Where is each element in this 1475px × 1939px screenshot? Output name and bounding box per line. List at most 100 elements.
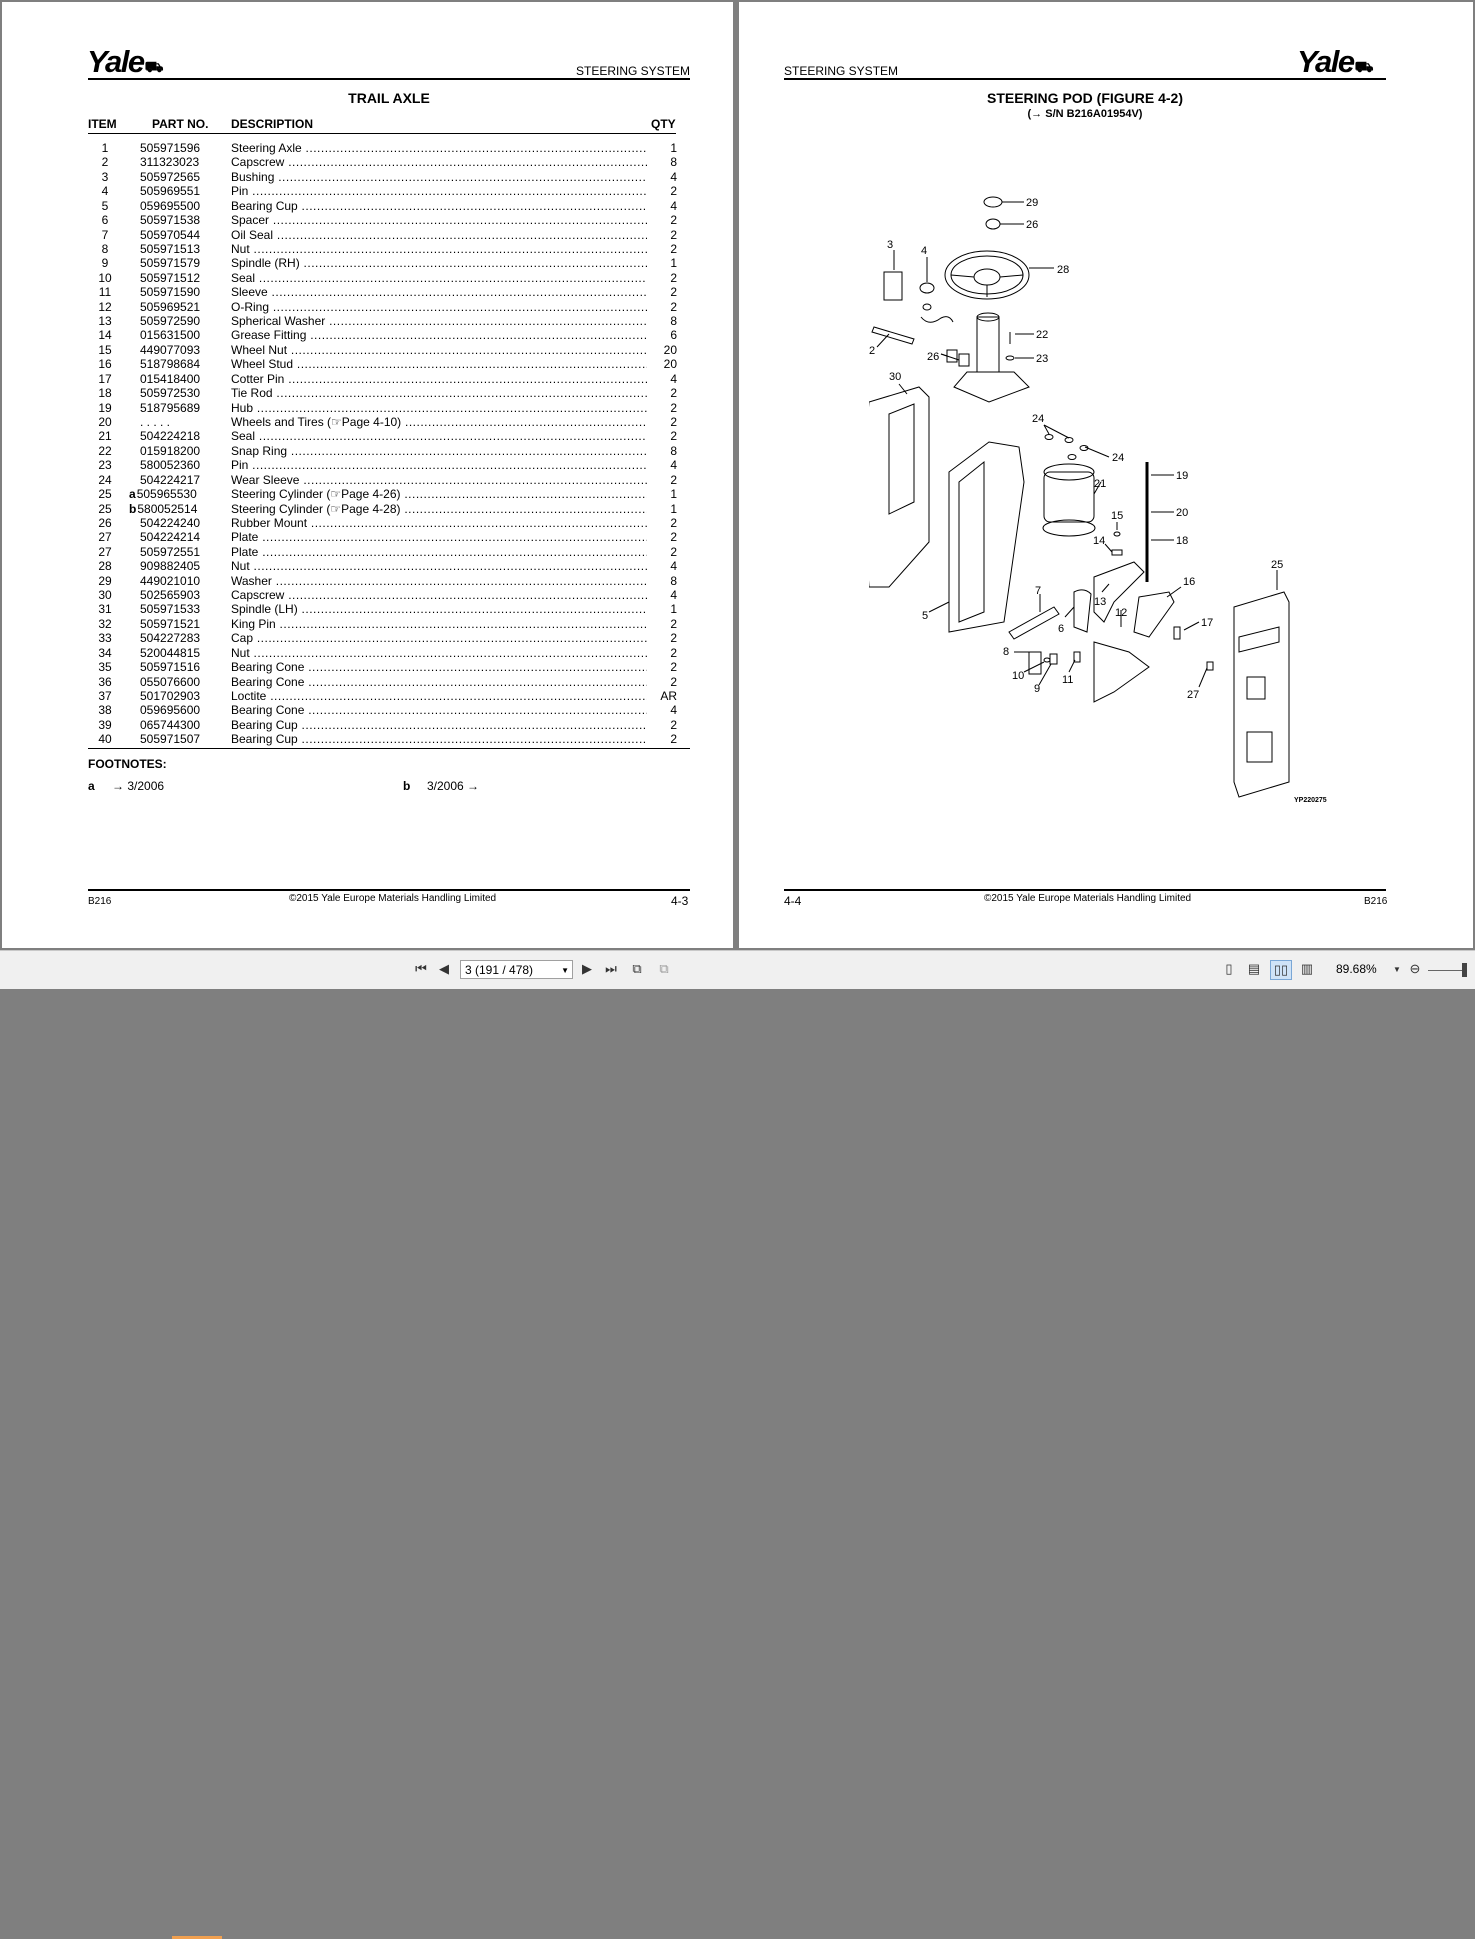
part-description: Wheel Nut bbox=[231, 343, 647, 357]
part-number-value: 505971507 bbox=[140, 732, 201, 747]
part-description: Spindle (LH) bbox=[231, 602, 647, 616]
figure-title: STEERING POD (FIGURE 4-2) bbox=[986, 90, 1184, 106]
first-page-button[interactable]: ⏮ bbox=[412, 960, 430, 978]
callout-label: 26 bbox=[1026, 219, 1038, 231]
footer-page-number: 4-4 bbox=[784, 894, 802, 908]
col-head-desc: DESCRIPTION bbox=[231, 117, 314, 131]
part-right-cover bbox=[1233, 591, 1290, 798]
part-description: Capscrew bbox=[231, 588, 647, 602]
part-description: Spindle (RH) bbox=[231, 256, 647, 270]
previous-page-button[interactable]: ◀ bbox=[435, 960, 453, 978]
table-row: 27505972551Plate2 bbox=[88, 544, 677, 559]
single-page-icon: ▯ bbox=[1225, 961, 1233, 976]
part-quantity: 2 bbox=[647, 530, 677, 545]
table-row: 30502565903Capscrew4 bbox=[88, 588, 677, 603]
header-rule bbox=[88, 78, 690, 80]
part-quantity: 2 bbox=[647, 717, 677, 732]
part-description: Hub bbox=[231, 401, 647, 415]
page-indicator: 3 (191 / 478) bbox=[465, 963, 534, 977]
item-number: 16 bbox=[98, 357, 112, 372]
yale-logo-text: Yale bbox=[87, 44, 145, 79]
callout-label: 20 bbox=[1176, 507, 1188, 519]
callout-label: 16 bbox=[1183, 576, 1195, 588]
continuous-icon: ▤ bbox=[1247, 961, 1261, 976]
part-quantity: 4 bbox=[647, 588, 677, 603]
item-number: 11 bbox=[98, 285, 112, 300]
part-number: 505972551 bbox=[140, 545, 216, 559]
go-forward-view-button[interactable]: ⧉ bbox=[655, 960, 673, 978]
callout-label: 4 bbox=[921, 245, 927, 257]
zoom-slider[interactable] bbox=[1428, 970, 1466, 971]
part-number-value: 505971513 bbox=[140, 241, 201, 256]
single-page-view-button[interactable]: ▯ bbox=[1220, 960, 1238, 978]
part-number-value: 505972565 bbox=[140, 169, 201, 184]
part-number-value: 059695600 bbox=[140, 703, 201, 718]
continuous-view-button[interactable]: ▤ bbox=[1245, 960, 1263, 978]
part-bottom-bracket bbox=[1093, 641, 1150, 703]
item-number: 27 bbox=[98, 530, 112, 545]
two-page-continuous-view-button[interactable]: ▥ bbox=[1298, 960, 1316, 978]
item-number: 29 bbox=[98, 573, 112, 588]
callout-label: 24 bbox=[1032, 413, 1044, 425]
footnote-b-text: 3/2006 → bbox=[427, 779, 480, 793]
part-quantity: 2 bbox=[647, 472, 677, 487]
callout-label: 2 bbox=[869, 345, 875, 357]
part-number: 518798684 bbox=[140, 357, 216, 371]
two-page-view-button[interactable]: ▯▯ bbox=[1270, 960, 1292, 980]
part-description: Bearing Cup bbox=[231, 718, 647, 732]
part-number-value: 505971538 bbox=[140, 213, 201, 228]
last-page-button[interactable]: ⏭ bbox=[602, 960, 620, 978]
part-number-value: 505971596 bbox=[140, 141, 201, 155]
item-number: 31 bbox=[98, 602, 112, 617]
part-number: 505971596 bbox=[140, 141, 216, 155]
forward-view-icon: ⧉ bbox=[659, 961, 669, 976]
part-number: 059695500 bbox=[140, 199, 216, 213]
page-selector[interactable]: 3 (191 / 478) ▼ bbox=[460, 960, 573, 979]
part-description: Loctite bbox=[231, 689, 647, 703]
callout-label: 18 bbox=[1176, 535, 1188, 547]
footer-copyright: ©2015 Yale Europe Materials Handling Lim… bbox=[289, 893, 497, 904]
part-number-value: 505971533 bbox=[140, 602, 201, 617]
footer-copyright: ©2015 Yale Europe Materials Handling Lim… bbox=[984, 893, 1192, 904]
callout-label: 23 bbox=[1036, 353, 1048, 365]
part-number-value: 504227283 bbox=[140, 631, 201, 646]
part-description: Snap Ring bbox=[231, 444, 647, 458]
item-number: 21 bbox=[98, 429, 112, 444]
part-description: Bearing Cone bbox=[231, 675, 647, 689]
part-description: Seal bbox=[231, 271, 647, 285]
chevron-down-icon: ▼ bbox=[561, 966, 569, 975]
table-row: 21504224218Seal2 bbox=[88, 429, 677, 444]
part-shaft bbox=[1008, 606, 1060, 640]
part-number-value: 504224240 bbox=[140, 515, 201, 530]
part-number: 449021010 bbox=[140, 574, 216, 588]
zoom-dropdown-button[interactable]: ▼ bbox=[1392, 960, 1402, 978]
footnote-b-key: b bbox=[403, 779, 411, 793]
part-number-value: 501702903 bbox=[140, 688, 201, 703]
zoom-out-button[interactable]: ⊖ bbox=[1406, 960, 1424, 978]
part-quantity: 2 bbox=[647, 631, 677, 646]
zoom-slider-handle[interactable] bbox=[1462, 963, 1467, 977]
item-number: 22 bbox=[98, 443, 112, 458]
part-number-value: 505972530 bbox=[140, 386, 201, 401]
part-number-value: 504224217 bbox=[140, 472, 201, 487]
part-quantity: 8 bbox=[647, 314, 677, 329]
item-number: 19 bbox=[98, 400, 112, 415]
part-description: Oil Seal bbox=[231, 228, 647, 242]
callout-label: 24 bbox=[1112, 452, 1124, 464]
part-description: Plate bbox=[231, 530, 647, 544]
part-quantity: 2 bbox=[647, 544, 677, 559]
item-number: 17 bbox=[98, 371, 112, 386]
callout-label: 28 bbox=[1057, 264, 1069, 276]
next-page-button[interactable]: ▶ bbox=[578, 960, 596, 978]
item-number: 20 bbox=[98, 414, 112, 429]
part-number: 449077093 bbox=[140, 343, 216, 357]
part-number-value: 015418400 bbox=[140, 371, 201, 386]
zoom-out-icon: ⊖ bbox=[1409, 961, 1421, 976]
part-quantity: 2 bbox=[647, 674, 677, 689]
part-number: 505971516 bbox=[140, 660, 216, 674]
go-back-view-button[interactable]: ⧉ bbox=[628, 960, 646, 978]
table-row: 27504224214Plate2 bbox=[88, 530, 677, 545]
